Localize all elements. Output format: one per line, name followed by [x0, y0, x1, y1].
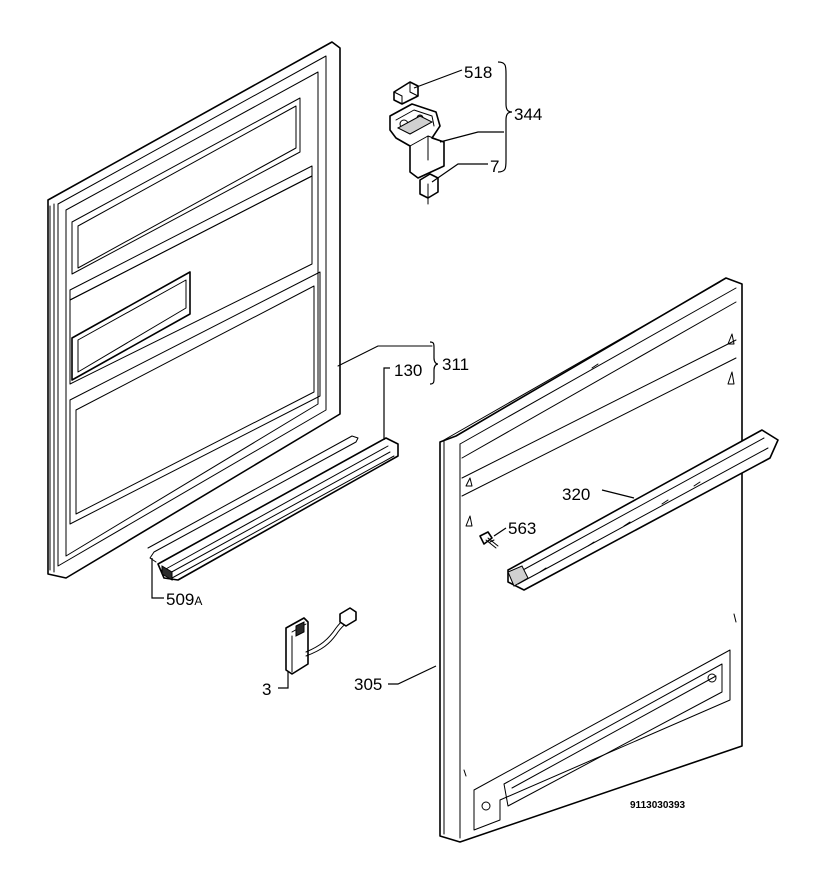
callout-563: 563 [508, 519, 536, 538]
screw [479, 531, 499, 549]
latch-body [389, 103, 445, 179]
lock-knob [393, 81, 419, 105]
bottom-gasket [147, 435, 359, 563]
callout-3: 3 [262, 680, 271, 699]
callout-305: 305 [354, 675, 382, 694]
door-seal [337, 345, 433, 367]
outer-door-panel [439, 277, 743, 843]
door-handle-trim [507, 429, 779, 591]
callout-311: 311 [442, 355, 469, 374]
lock-plug [419, 173, 439, 205]
drawing-number: 9113030393 [630, 800, 686, 811]
callout-509a: 509A [166, 590, 202, 609]
door-switch [285, 607, 357, 675]
callout-509a-suffix: A [194, 594, 202, 608]
callout-320: 320 [562, 485, 590, 504]
inner-door-panel [47, 41, 341, 579]
bracket-344 [497, 61, 513, 173]
bracket-311 [429, 341, 439, 385]
callout-344: 344 [514, 105, 542, 124]
leader-lines [151, 69, 635, 689]
door-lock-assembly [389, 81, 445, 205]
seal-strip [157, 437, 399, 581]
callout-509a-number: 509 [166, 590, 194, 609]
callout-7: 7 [490, 157, 499, 176]
callout-518: 518 [464, 63, 492, 82]
callout-130: 130 [394, 361, 422, 380]
